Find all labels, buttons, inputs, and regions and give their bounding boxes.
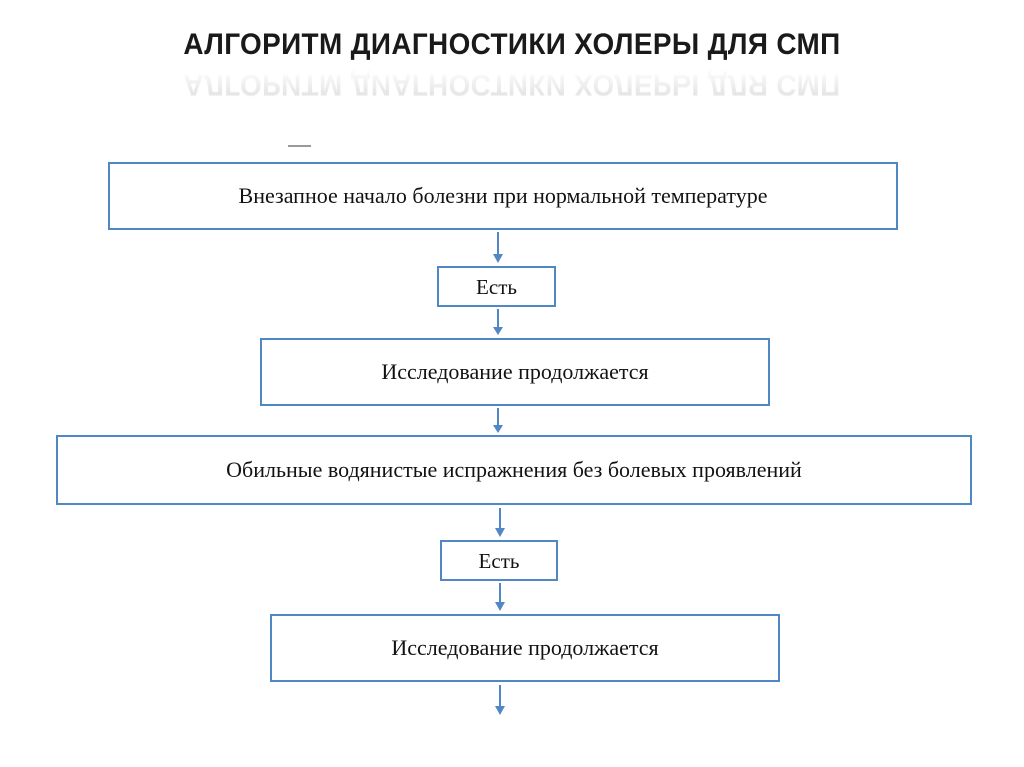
flow-node-yes-2-label: Есть (478, 548, 520, 573)
flow-node-yes-2[interactable]: Есть (440, 540, 558, 581)
arrow-down-icon (495, 583, 505, 611)
arrow-down-icon (495, 508, 505, 537)
flow-node-continues-2-label: Исследование продолжается (391, 635, 659, 660)
arrow-down-icon (495, 685, 505, 715)
arrow-down-icon (493, 408, 503, 433)
page-title-reflection: АЛГОРИТМ ДИАГНОСТИКИ ХОЛЕРЫ ДЛЯ СМП (183, 68, 841, 101)
arrow-down-icon (493, 309, 503, 335)
flow-node-yes-1-label: Есть (476, 274, 517, 299)
title-block: АЛГОРИТМ ДИАГНОСТИКИ ХОЛЕРЫ ДЛЯ СМП АЛГО… (0, 26, 1024, 126)
stray-dash-mark (288, 145, 311, 147)
flow-node-yes-1[interactable]: Есть (437, 266, 556, 307)
flow-node-stools-label: Обильные водянистые испражнения без боле… (226, 457, 802, 482)
flow-node-continues-1[interactable]: Исследование продолжается (260, 338, 770, 406)
page-title: АЛГОРИТМ ДИАГНОСТИКИ ХОЛЕРЫ ДЛЯ СМП (183, 28, 841, 61)
arrow-down-icon (493, 232, 503, 263)
flow-node-onset-label: Внезапное начало болезни при нормальной … (238, 183, 768, 208)
flow-node-continues-1-label: Исследование продолжается (381, 359, 649, 384)
flow-node-onset[interactable]: Внезапное начало болезни при нормальной … (108, 162, 898, 230)
flow-node-continues-2[interactable]: Исследование продолжается (270, 614, 780, 682)
flow-node-stools[interactable]: Обильные водянистые испражнения без боле… (56, 435, 972, 505)
